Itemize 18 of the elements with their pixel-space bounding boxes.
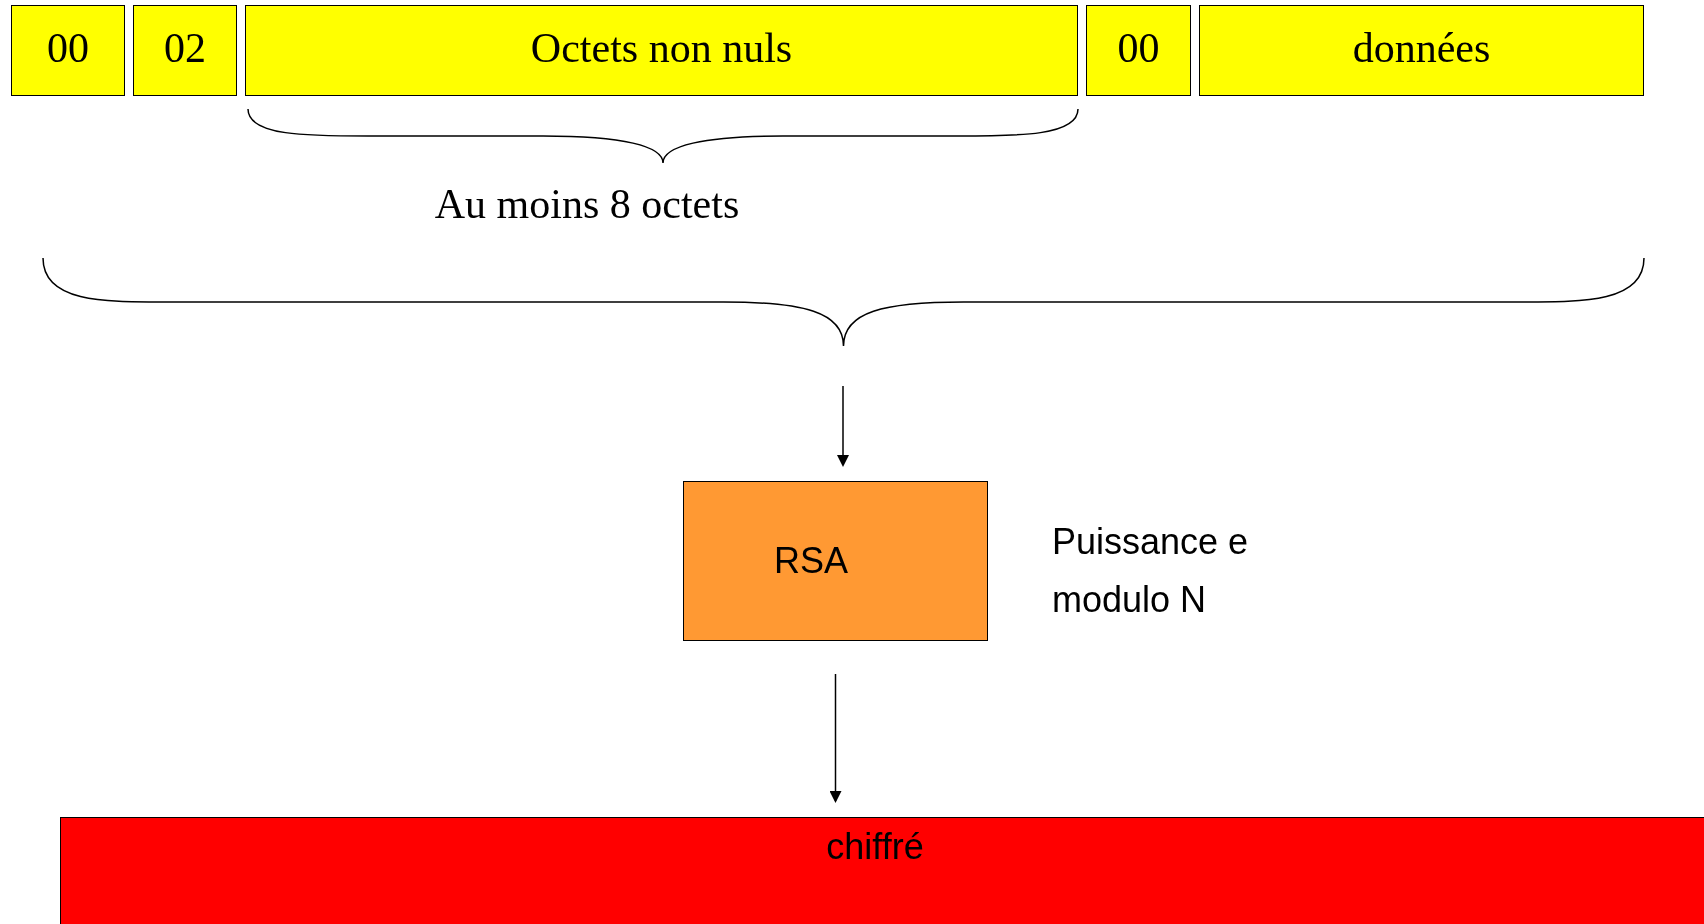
brace-label: Au moins 8 octets xyxy=(434,180,740,228)
output-bar xyxy=(60,817,1704,924)
field-cell xyxy=(11,5,125,96)
field-cell xyxy=(133,5,237,96)
field-value: Octets non nuls xyxy=(530,23,793,72)
field-value: 00 xyxy=(1117,23,1160,72)
arrow xyxy=(837,385,849,467)
field-cell xyxy=(245,5,1078,96)
field-cell xyxy=(1086,5,1191,96)
process-box xyxy=(683,481,988,641)
output-label: chiffré xyxy=(826,826,924,868)
field-cell xyxy=(1199,5,1644,96)
arrow xyxy=(829,673,842,803)
field-value: 02 xyxy=(164,23,206,72)
field-value: 00 xyxy=(47,23,89,72)
process-label: RSA xyxy=(774,540,849,582)
annotation-text: Puissance e modulo N xyxy=(1052,520,1250,622)
field-value: données xyxy=(1352,23,1491,72)
